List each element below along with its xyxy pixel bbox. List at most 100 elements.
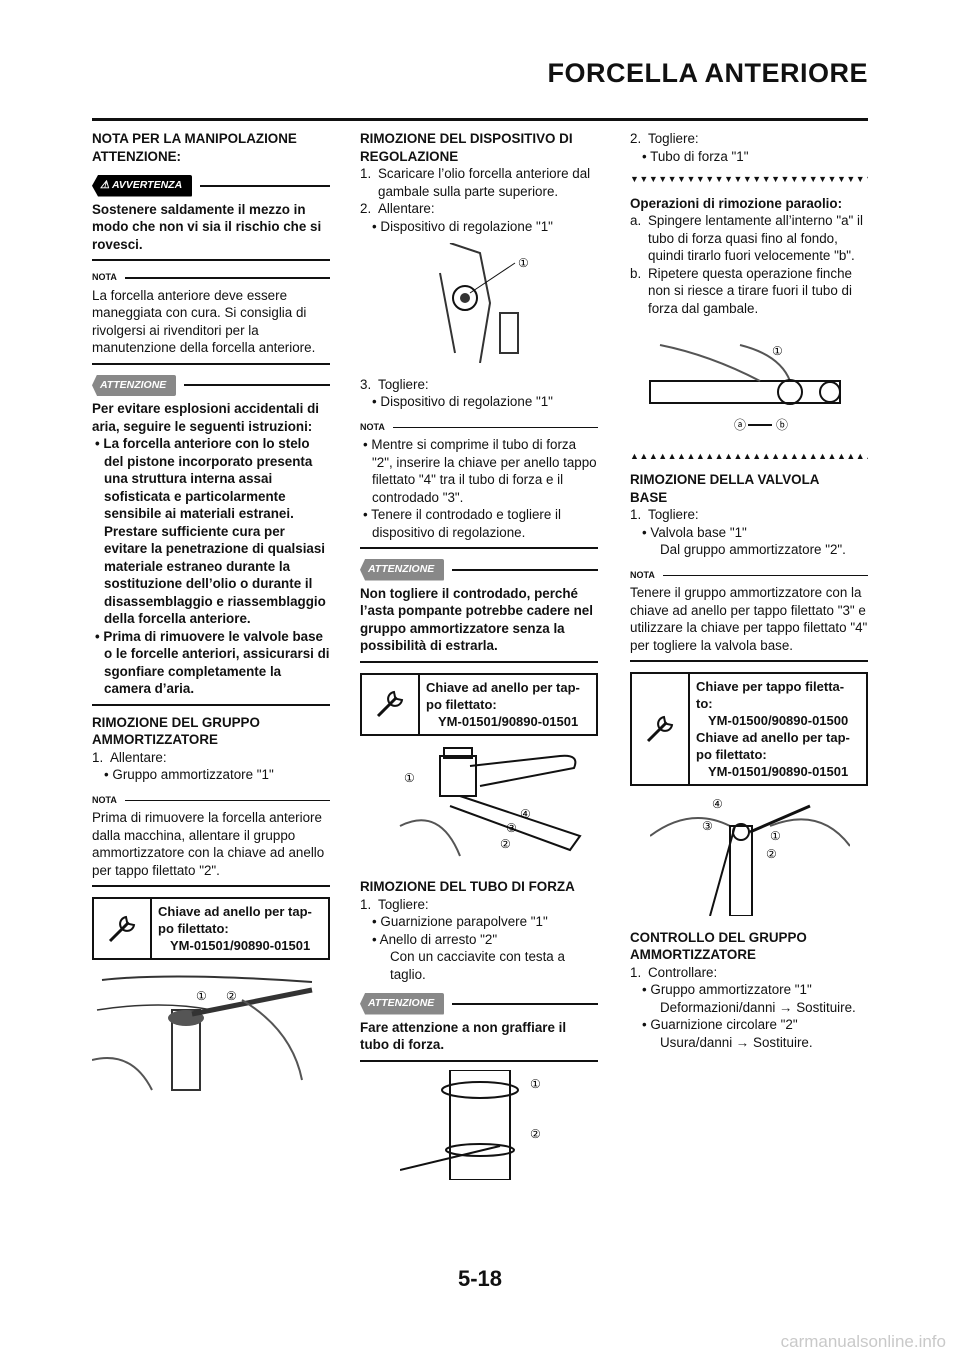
step-bullet: • Guarnizione parapolvere "1" [372,914,548,929]
warning-header: ⚠ AVVERTENZA [92,175,330,197]
tool-name: po filettato: [426,696,497,712]
divider [92,362,330,365]
tool-code: YM-01501/90890-01501 [708,764,849,779]
warning-badge: ⚠ AVVERTENZA [92,175,193,197]
tool-name: Chiave ad anello per tap- [696,730,850,745]
wrench-icon [632,674,690,784]
callout-b: ⓑ [776,418,788,432]
step: 1.Togliere: [630,507,699,522]
tool-code: YM-01500/90890-01500 [708,713,849,728]
section-title: RIMOZIONE DEL GRUPPO [92,714,260,730]
tool-box: Chiave ad anello per tap- po filettato: … [92,897,330,960]
callout-2: ② [500,837,511,851]
attention-bullet: • Prima di rimuovere le valvole base o l… [95,628,330,697]
step: 1.Allentare: [92,749,167,765]
step: 2.Allentare: [360,201,435,216]
section-title: CONTROLLO DEL GRUPPO [630,929,807,945]
nota-text: Prima di rimuovere la forcella anteriore… [92,810,325,878]
page-number: 5-18 [457,1266,503,1291]
callout-3: ③ [702,819,713,833]
callout-2: ② [766,847,777,861]
step: 2.Togliere: [630,131,699,146]
section-title: RIMOZIONE DEL TUBO DI FORZA [360,879,575,894]
step-bullet: • Guarnizione circolare "2" [642,1017,798,1032]
tool-name: Chiave ad anello per tap- [158,904,312,919]
divider [92,259,330,261]
step: 1.Togliere: [360,896,429,912]
procedure-step: a.Spingere lentamente all’interno "a" il… [630,213,863,263]
column-3: 2.Togliere: • Tubo di forza "1" ▼▼▼▼▼▼▼▼… [630,130,868,1051]
section-title-line2: AMMORTIZZATORE [92,732,218,747]
callout-2: ② [530,1127,541,1141]
end-marker: ▲▲▲▲▲▲▲▲▲▲▲▲▲▲▲▲▲▲▲▲▲▲▲▲▲▲▲▲▲▲ [630,450,868,461]
nota-bullet: • Mentre si comprime il tubo di forza "2… [363,437,597,505]
section-title: RIMOZIONE DELLA VALVOLA [630,472,820,487]
callout-1: ① [518,256,529,270]
step-bullet: • Anello di arresto "2" [372,931,498,947]
step-bullet: • Dispositivo di regolazione "1" [372,394,553,409]
figure-adjuster-loosen: ① [420,242,598,368]
nota-header: NOTA [630,567,868,585]
attention-badge: ATTENZIONE [360,559,445,581]
header-divider [92,118,868,121]
callout-1: ① [772,344,783,358]
step-bullet: • Gruppo ammortizzatore "1" [642,982,812,997]
divider [360,1059,598,1062]
step-bullet: • Dispositivo di regolazione "1" [372,218,553,234]
nota-header: NOTA [92,792,330,810]
callout-1: ① [530,1077,541,1091]
warning-text: Sostenere saldamente il mezzo in modo ch… [92,201,322,252]
step-note: Deformazioni/danni → Sostituire. [660,999,856,1015]
divider [360,547,598,549]
callout-4: ④ [520,807,531,821]
step-note: Dal gruppo ammortizzatore "2". [660,542,846,557]
section-title-line2: AMMORTIZZATORE [630,947,756,962]
section-title-line2: REGOLAZIONE [360,148,459,164]
callout-4: ④ [712,797,723,811]
nota-text: La forcella anteriore deve essere manegg… [92,287,316,356]
figure-tube-remove: ① ② [399,1068,598,1185]
attention-header: ATTENZIONE [360,993,598,1015]
step: 1.Scaricare l’olio forcella anteriore da… [360,166,591,199]
section-title: RIMOZIONE DEL DISPOSITIVO DI [360,131,573,146]
figure-shock-loosen: ① ② [91,970,330,1105]
step-bullet: • Tubo di forza "1" [642,148,749,164]
figure-oil-seal: ① ⓐ ⓑ [630,325,868,440]
step: 3.Togliere: [360,376,429,392]
nota-bullet: • Tenere il controdado e togliere il dis… [363,507,561,540]
callout-1: ① [404,771,415,785]
step: 1.Controllare: [630,964,718,980]
attention-text: Fare attenzione a non graffiare il tubo … [360,1019,567,1053]
callout-a: ⓐ [734,418,746,432]
tool-name: Chiave ad anello per tap- [426,679,580,695]
watermark: carmanualsonline.info [780,1332,946,1351]
tool-box: Chiave ad anello per tap- po filettato: … [360,672,598,736]
callout-1: ① [196,989,207,1003]
procedure-title: Operazioni di rimozione paraolio: [630,195,843,211]
attention-header: ATTENZIONE [92,374,330,396]
tool-box: Chiave per tappo filetta- to: YM-01500/9… [630,672,868,786]
divider [630,660,868,662]
tool-name: po filettato: [696,747,767,762]
callout-3: ③ [506,821,517,835]
divider [92,703,330,706]
page-title: FORCELLA ANTERIORE [547,58,868,88]
step-bullet: • Valvola base "1" [642,524,747,540]
section-heading: NOTA PER LA MANIPOLAZIONE [92,131,297,146]
callout-1: ① [770,829,781,843]
tool-code: YM-01501/90890-01501 [170,938,311,953]
attention-bullet: • La forcella anteriore con lo stelo del… [95,436,326,626]
tool-name: Chiave per tappo filetta- [696,679,845,694]
procedure-step: b.Ripetere questa operazione finche non … [630,265,852,316]
tool-name: po filettato: [158,921,229,936]
attention-badge: ATTENZIONE [92,374,177,396]
attention-badge: ATTENZIONE [360,993,445,1015]
column-1: NOTA PER LA MANIPOLAZIONE ATTENZIONE: ⚠ … [91,130,330,1113]
nota-text: Tenere il gruppo ammortizzatore con la c… [630,585,868,653]
attention-text: Non togliere il controdado, perché l’ast… [360,585,593,654]
divider [92,885,330,887]
step-bullet: • Gruppo ammortizzatore "1" [104,767,274,782]
attention-text: Per evitare esplosioni accidentali di ar… [92,401,319,434]
nota-header: NOTA [360,419,598,437]
start-marker: ▼▼▼▼▼▼▼▼▼▼▼▼▼▼▼▼▼▼▼▼▼▼▼▼▼▼▼▼▼▼ [630,174,868,184]
